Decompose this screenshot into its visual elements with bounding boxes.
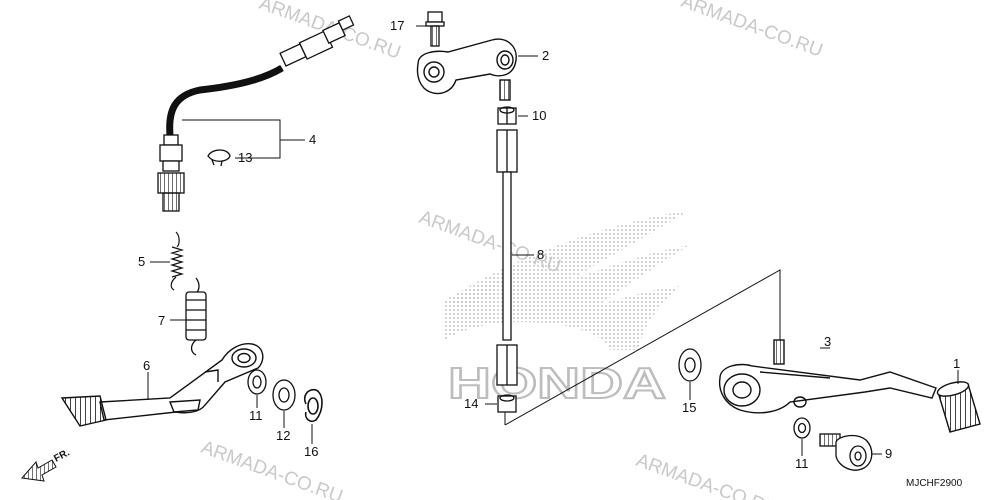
- part-5-spring: [169, 231, 185, 291]
- part-17-bolt: [425, 11, 445, 47]
- callout-1: 1: [953, 356, 960, 371]
- callout-5: 5: [138, 254, 145, 269]
- part-16-circlip: [303, 388, 323, 423]
- callout-14: 14: [464, 396, 478, 411]
- front-arrow: FR.: [21, 447, 72, 482]
- callout-4: 4: [309, 132, 316, 147]
- callout-9: 9: [885, 446, 892, 461]
- callout-8: 8: [537, 247, 544, 262]
- watermark: ARMADA-CO.RU: [416, 207, 563, 278]
- assembly-lines: [504, 269, 781, 426]
- callout-11-right: 11: [795, 456, 809, 471]
- callout-16: 16: [304, 444, 318, 459]
- part-11-washer-left: [247, 369, 267, 395]
- part-14-nut: [497, 394, 517, 413]
- callouts: 17 2 10 4 13 5 8 7 3 6 1 14 15 11 12 16 …: [138, 18, 960, 471]
- part-15-washer: [678, 348, 702, 382]
- watermark: ARMADA-CO.RU: [198, 437, 345, 500]
- part-4-switch: [157, 15, 355, 212]
- callout-6: 6: [143, 358, 150, 373]
- callout-15: 15: [682, 400, 696, 415]
- callout-13: 13: [238, 150, 252, 165]
- front-label: FR.: [52, 447, 72, 464]
- part-9-pivot-bolt: [819, 433, 873, 471]
- leader-lines: [147, 25, 959, 456]
- callout-10: 10: [532, 108, 546, 123]
- part-3-gearshift-pedal: [718, 339, 937, 414]
- diagram-code: MJCHF2900: [906, 478, 963, 489]
- part-6-pedal: [60, 343, 264, 427]
- brand-text: HONDA: [448, 359, 666, 408]
- callout-17: 17: [390, 18, 404, 33]
- callout-3: 3: [824, 334, 831, 349]
- part-2-shift-arm: [416, 38, 517, 101]
- front-arrow-icon: [21, 459, 57, 482]
- part-7-spring: [185, 277, 207, 356]
- part-13-clip: [207, 149, 231, 167]
- part-1-rubber: [936, 381, 981, 433]
- part-8-rod: [496, 129, 518, 386]
- callout-11-left: 11: [249, 408, 263, 423]
- part-12-washer: [272, 379, 296, 411]
- callout-7: 7: [158, 313, 165, 328]
- watermark: ARMADA-CO.RU: [633, 450, 780, 500]
- callout-2: 2: [542, 48, 549, 63]
- watermark: ARMADA-CO.RU: [678, 0, 825, 62]
- part-10-nut: [497, 106, 517, 125]
- callout-12: 12: [276, 428, 290, 443]
- honda-logo-text: HONDA: [447, 358, 667, 409]
- part-11-washer-right: [793, 417, 811, 439]
